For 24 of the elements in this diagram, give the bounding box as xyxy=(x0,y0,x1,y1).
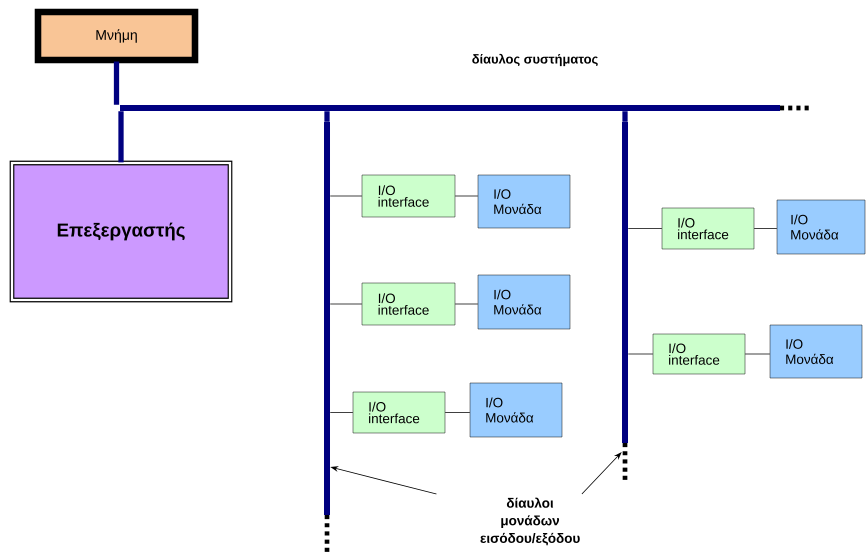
bus-line xyxy=(324,122,330,553)
interface-box: I/O interface xyxy=(352,392,446,434)
interface-box: I/O interface xyxy=(662,208,754,250)
connector-line xyxy=(330,412,354,413)
interface-box: I/O interface xyxy=(362,282,456,326)
device-box: I/O Μονάδα xyxy=(478,274,570,330)
interface-box: I/O interface xyxy=(652,334,746,374)
device-box: I/O Μονάδα xyxy=(770,324,862,378)
bus-connector xyxy=(324,111,330,122)
connector-line xyxy=(754,228,778,229)
device-box: I/O Μονάδα xyxy=(776,200,866,254)
bus-connector xyxy=(118,111,124,162)
interface-box: I/O interface xyxy=(362,174,456,218)
memory-box: Μνήμη xyxy=(34,8,198,64)
connector-line xyxy=(628,228,662,229)
connector-line xyxy=(444,412,470,413)
bus-connector xyxy=(622,111,628,122)
bus-label: δίαυλος συστήματος xyxy=(472,54,598,66)
device-box: I/O Μονάδα xyxy=(478,174,570,228)
device-box: I/O Μονάδα xyxy=(470,382,562,438)
bus-connector xyxy=(114,61,120,105)
bus-line xyxy=(622,122,628,480)
annotation-text: δίαυλοι μονάδων εισόδου/εξόδου xyxy=(480,498,580,546)
processor-box: Επεξεργαστής xyxy=(10,160,232,302)
